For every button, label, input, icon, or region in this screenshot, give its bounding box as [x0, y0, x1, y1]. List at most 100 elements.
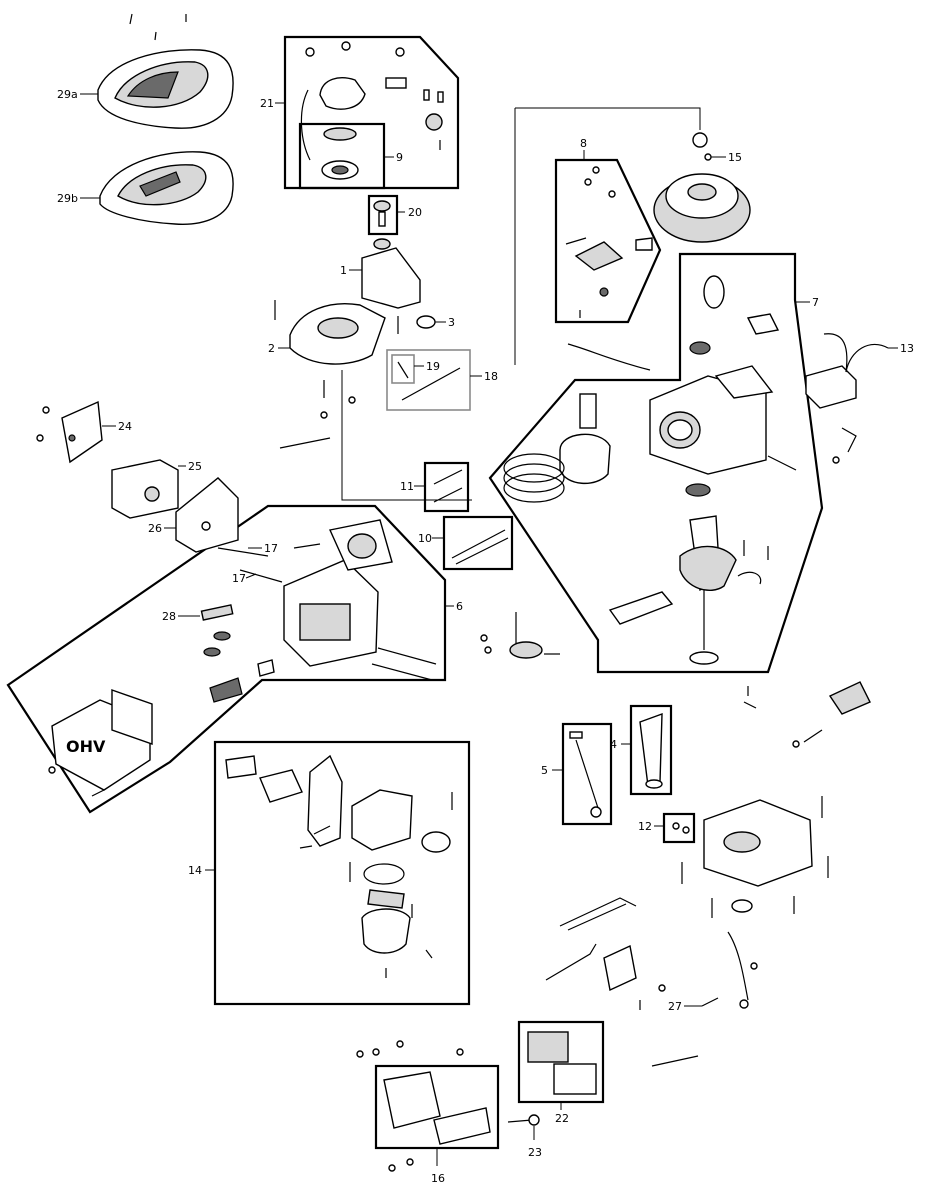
callout-4: 4: [610, 738, 631, 751]
callout-7: 7: [795, 296, 819, 309]
camshaft: [480, 612, 560, 659]
callout-20: 20: [397, 206, 422, 219]
air-cleaner-cover-16: [356, 1040, 491, 1172]
callout-26: 26: [148, 522, 176, 535]
svg-text:23: 23: [528, 1146, 542, 1159]
dipstick-5: [569, 731, 602, 818]
svg-text:7: 7: [812, 296, 819, 309]
svg-text:27: 27: [668, 1000, 682, 1013]
assorted-bolts-mid-left: [279, 380, 356, 449]
svg-text:14: 14: [188, 864, 202, 877]
callout-12: 12: [638, 820, 664, 833]
svg-text:2: 2: [268, 342, 275, 355]
engine-cover-29a: [97, 13, 234, 129]
svg-text:20: 20: [408, 206, 422, 219]
frame-assembly-11: [423, 461, 470, 513]
svg-text:3: 3: [448, 316, 455, 329]
flywheel: [653, 173, 751, 243]
frame-assembly-12: [662, 812, 696, 844]
callout-8: 8: [580, 137, 587, 160]
engine-cover-29b: [99, 151, 234, 225]
blower-housing-1: [361, 238, 421, 309]
svg-text:4: 4: [610, 738, 617, 751]
lead-flywheel-to-block: [515, 107, 701, 130]
muffler-25: [111, 459, 179, 519]
callout-3: 3: [435, 316, 455, 329]
svg-text:1: 1: [340, 264, 347, 277]
crankcase-sump: [681, 796, 829, 918]
callout-13: 13: [888, 342, 914, 355]
frame-assembly-6: [6, 504, 447, 814]
governor-bracket-8: [565, 166, 653, 318]
svg-text:11: 11: [400, 480, 414, 493]
callout-28: 28: [162, 610, 200, 623]
frame-assembly-8: [554, 158, 662, 324]
fastener-12: [672, 822, 690, 834]
carburetor-14: [225, 754, 453, 978]
frame-assembly-14: [213, 740, 471, 1006]
svg-text:24: 24: [118, 420, 132, 433]
valves-11: [433, 469, 463, 503]
svg-text:17: 17: [264, 542, 278, 555]
svg-text:15: 15: [728, 151, 742, 164]
callout-17-lower: 17: [232, 572, 257, 585]
starter-cup-20: [373, 200, 391, 227]
callout-21: 21: [260, 97, 285, 110]
callout-11: 11: [400, 480, 425, 493]
knob-23: [507, 1114, 540, 1126]
governor-assorted-right: [743, 681, 871, 748]
callout-2: 2: [268, 342, 290, 355]
callout-15: 15: [711, 151, 742, 164]
rocker-arms: [209, 659, 275, 703]
callout-10: 10: [418, 532, 444, 545]
svg-text:19: 19: [426, 360, 440, 373]
svg-text:10: 10: [418, 532, 432, 545]
flywheel-nut-15: [692, 132, 712, 161]
callout-1: 1: [340, 264, 362, 277]
svg-text:13: 13: [900, 342, 914, 355]
crankshaft-assembly: [608, 515, 769, 665]
frame-assembly-9: [298, 122, 386, 190]
svg-text:22: 22: [555, 1112, 569, 1125]
svg-text:9: 9: [396, 151, 403, 164]
frame-assembly-20: [367, 194, 399, 236]
heat-shield-26: [175, 477, 239, 553]
spring-27: [701, 997, 719, 1007]
frame-assembly-18: [386, 349, 471, 411]
wrench-tool: [651, 1055, 699, 1067]
piston-and-rings: [503, 393, 611, 503]
svg-text:12: 12: [638, 820, 652, 833]
valve-cover: OHV: [48, 689, 153, 797]
valve-cover-ohv-logo: OHV: [66, 737, 106, 756]
air-filter-22: [527, 1031, 597, 1095]
frame-assembly-5: [561, 722, 613, 826]
svg-text:8: 8: [580, 137, 587, 150]
frame-assembly-19: [391, 354, 415, 384]
callout-27: 27: [668, 1000, 702, 1013]
washer-3: [397, 315, 436, 334]
callout-19: 19: [414, 360, 440, 373]
governor-link-wire: [567, 343, 651, 371]
frame-assembly-7: [488, 252, 824, 674]
ignition-coil-13: [805, 333, 889, 464]
short-block-7: [649, 275, 797, 497]
svg-text:26: 26: [148, 522, 162, 535]
recoil-starter-21: [300, 41, 444, 161]
valve-springs: [203, 631, 231, 657]
throttle-linkage: [545, 897, 758, 1010]
svg-text:16: 16: [431, 1172, 445, 1185]
callout-18: 18: [470, 370, 498, 383]
svg-text:25: 25: [188, 460, 202, 473]
muffler-guard-24: [36, 400, 103, 464]
frame-assembly-10: [442, 515, 514, 571]
svg-text:6: 6: [456, 600, 463, 613]
lead-crank-to-head: [341, 370, 472, 501]
cylinder-head-6: [217, 519, 437, 681]
frame-assembly-21: [283, 35, 460, 190]
rod-18: [401, 367, 461, 401]
callout-29b: 29b: [57, 192, 100, 205]
dipstick-tube-4: [639, 712, 663, 789]
rod-19: [397, 361, 409, 379]
svg-text:29b: 29b: [57, 192, 78, 205]
callout-9: 9: [384, 151, 403, 164]
